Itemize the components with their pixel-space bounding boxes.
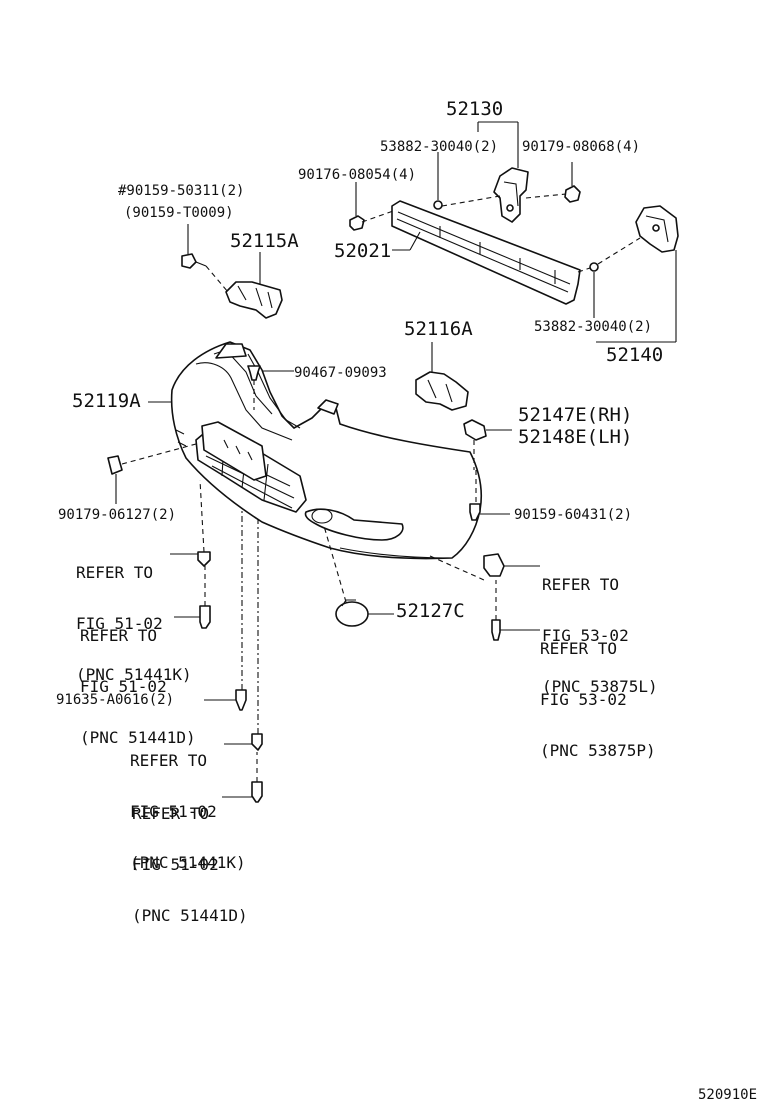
fig-line: FIG 51-02 xyxy=(132,855,219,874)
refer-line: REFER TO xyxy=(542,575,620,594)
refer-line: REFER TO xyxy=(130,751,208,770)
retainer-52147e xyxy=(463,419,487,441)
fig-line: FIG 51-02 xyxy=(130,802,217,821)
screw-90467 xyxy=(247,365,261,381)
reference-block-3: REFER TO FIG 53-02 (PNC 53875L) xyxy=(542,542,658,729)
fig-line: FIG 53-02 xyxy=(542,626,629,645)
bumper-retainer-52116a xyxy=(415,371,469,411)
pnc-line: (PNC 51441K) xyxy=(76,665,192,684)
fastener-91635 xyxy=(235,689,247,711)
fig-line: FIG 51-02 xyxy=(76,614,163,633)
fastener-51441d-2 xyxy=(251,781,263,803)
label-52021: 52021 xyxy=(334,240,392,262)
label-52119a: 52119A xyxy=(72,390,141,412)
bolt-90176 xyxy=(349,215,365,231)
refer-line: REFER TO xyxy=(132,804,210,823)
bumper-retainer-52115a xyxy=(225,281,283,319)
label-90179-08068: 90179-08068(4) xyxy=(522,139,641,155)
label-91635: 91635-A0616(2) xyxy=(56,692,175,708)
label-52115a: 52115A xyxy=(230,230,299,252)
reference-block-2: REFER TO FIG 51-02 (PNC 51441D) xyxy=(80,593,196,780)
label-90159-50311: #90159-50311(2) xyxy=(118,183,245,199)
fastener-53875l xyxy=(483,553,505,577)
reference-block-1: REFER TO FIG 51-02 (PNC 51441K) xyxy=(76,530,192,717)
bumper-reinforcement-52021 xyxy=(391,200,581,305)
bumper-arm-52140 xyxy=(635,205,679,253)
refer-line: REFER TO xyxy=(76,563,154,582)
fog-lamp-cover-52127c xyxy=(335,599,369,627)
pnc-line: (PNC 51441K) xyxy=(130,853,246,872)
leader-lines xyxy=(115,121,677,798)
image-code: 520910E xyxy=(698,1087,758,1103)
fastener-51441k-1 xyxy=(197,551,211,567)
refer-line: REFER TO xyxy=(80,626,158,645)
bumper-arm-52130 xyxy=(493,167,529,223)
label-52148e: 52148E(LH) xyxy=(518,426,633,448)
label-52116a: 52116A xyxy=(404,318,473,340)
label-90159-60431: 90159-60431(2) xyxy=(514,507,633,523)
pnc-line: (PNC 51441D) xyxy=(80,728,196,747)
label-52130: 52130 xyxy=(446,98,504,120)
label-90467: 90467-09093 xyxy=(294,365,387,381)
screw-90159-60431 xyxy=(469,503,481,521)
refer-line: REFER TO xyxy=(540,639,618,658)
label-52140: 52140 xyxy=(606,344,664,366)
label-52147e: 52147E(RH) xyxy=(518,404,633,426)
clip-53882-bottom xyxy=(589,262,599,272)
fastener-53875p xyxy=(491,619,501,641)
reference-block-4: REFER TO FIG 53-02 (PNC 53875P) xyxy=(540,606,656,793)
pnc-line: (PNC 53875L) xyxy=(542,677,658,696)
clip-53882-top xyxy=(433,200,443,210)
label-90159-t0009: (90159-T0009) xyxy=(124,205,234,221)
nut-90179-06127 xyxy=(107,455,123,475)
screw-90159-50311 xyxy=(181,253,207,269)
reference-block-6: REFER TO FIG 51-02 (PNC 51441D) xyxy=(132,771,248,958)
nut-90179-08068 xyxy=(564,185,581,203)
label-52127c: 52127C xyxy=(396,600,465,622)
fig-line: FIG 53-02 xyxy=(540,690,627,709)
label-53882-bottom: 53882-30040(2) xyxy=(534,319,653,335)
reference-block-5: REFER TO FIG 51-02 (PNC 51441K) xyxy=(130,718,246,905)
label-53882-top: 53882-30040(2) xyxy=(380,139,499,155)
label-90179-06127: 90179-06127(2) xyxy=(58,507,177,523)
fastener-51441d-1 xyxy=(199,605,211,629)
label-90176: 90176-08054(4) xyxy=(298,167,417,183)
pnc-line: (PNC 53875P) xyxy=(540,741,656,760)
fig-line: FIG 51-02 xyxy=(80,677,167,696)
fastener-51441k-2 xyxy=(251,733,263,751)
pnc-line: (PNC 51441D) xyxy=(132,906,248,925)
bumper-cover-52119a xyxy=(170,341,483,560)
